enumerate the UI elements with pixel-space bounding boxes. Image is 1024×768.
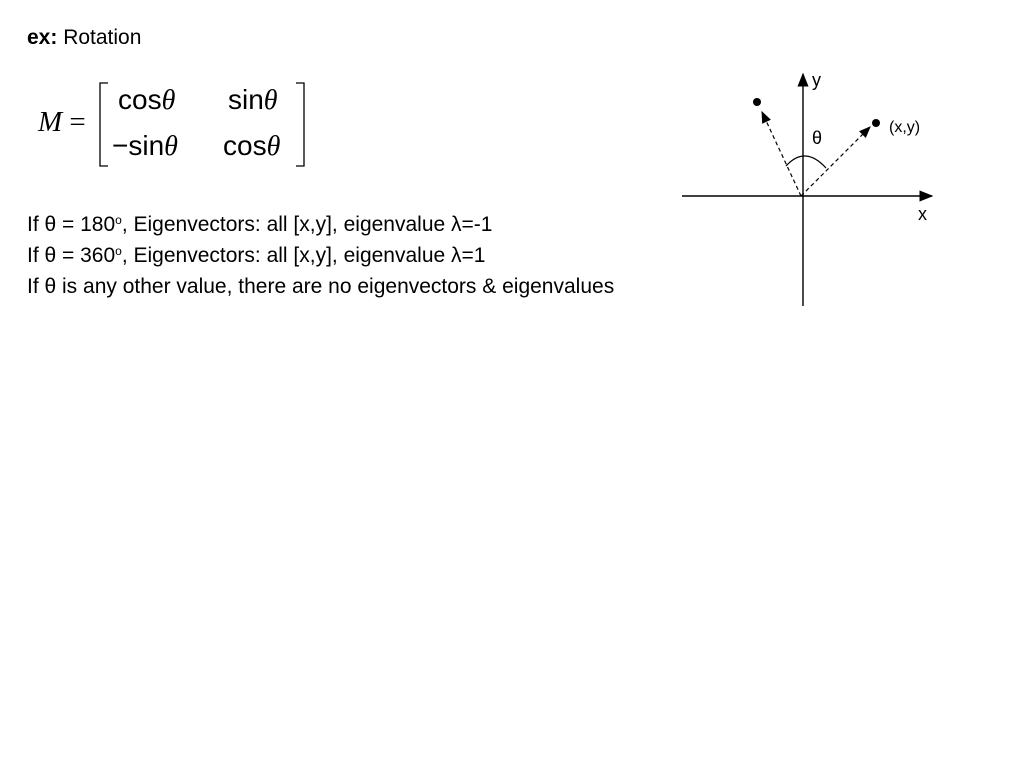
cell-2-1-arg: θ [164, 131, 178, 162]
slide-title: ex: Rotation [27, 26, 141, 50]
cell-1-2-arg: θ [263, 85, 278, 116]
matrix-lhs: M = [38, 106, 86, 139]
cell-1-2-fn: sin [228, 84, 264, 115]
title-prefix: ex: [27, 26, 58, 49]
right-bracket [296, 82, 305, 167]
x-axis-label: x [918, 204, 927, 224]
statement-other: If θ is any other value, there are no ei… [27, 275, 615, 298]
point-label: (x,y) [889, 119, 921, 136]
angle-arc [785, 155, 827, 169]
original-vector [800, 126, 871, 197]
matrix-cell-1-1: cosθ [118, 84, 175, 117]
eigen-statements: If θ = 180o, Eigenvectors: all [x,y], ei… [27, 209, 614, 302]
left-bracket [99, 82, 108, 167]
statement-360: If θ = 360o, Eigenvectors: all [x,y], ei… [27, 244, 486, 267]
equals-sign: = [69, 106, 86, 138]
cell-2-1-fn: −sin [112, 130, 165, 161]
original-point [872, 119, 880, 127]
matrix-cell-2-1: −sinθ [112, 130, 178, 163]
matrix-cell-1-2: sinθ [228, 84, 278, 117]
angle-label: θ [812, 128, 823, 148]
matrix-cell-2-2: cosθ [223, 130, 280, 163]
statement-180: If θ = 180o, Eigenvectors: all [x,y], ei… [27, 213, 493, 236]
rotation-matrix-equation: M = cosθ sinθ −sinθ cosθ [38, 80, 328, 170]
cell-2-2-fn: cos [223, 130, 267, 161]
rotated-point [753, 98, 761, 106]
title-text: Rotation [63, 26, 142, 49]
y-axis-label: y [812, 70, 821, 90]
cell-2-2-arg: θ [266, 131, 281, 162]
cell-1-1-arg: θ [161, 85, 176, 116]
axes-svg [682, 72, 934, 306]
matrix-symbol: M [38, 106, 63, 138]
cell-1-1-fn: cos [118, 84, 162, 115]
rotated-vector [761, 110, 802, 197]
matrix-brackets [99, 82, 305, 167]
rotation-diagram: y x θ (x,y) [670, 60, 950, 320]
